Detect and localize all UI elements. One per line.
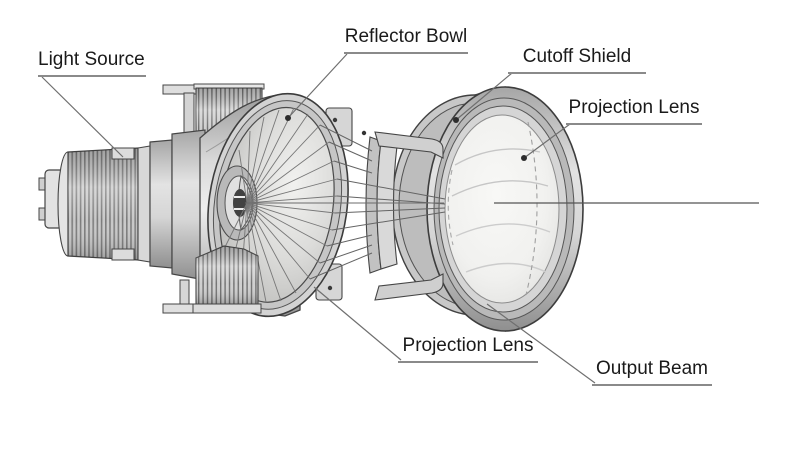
label-projection-lens-top: Projection Lens: [566, 97, 702, 125]
facet-ray: [246, 202, 328, 247]
facet-ray: [238, 149, 248, 204]
light-ray: [331, 211, 446, 231]
facet-ray: [246, 130, 251, 204]
light-ray: [326, 234, 373, 247]
glass-curvature-dashed: [525, 121, 538, 296]
facet-ray: [224, 202, 248, 248]
light-ray: [328, 141, 373, 162]
facet-ray: [246, 202, 297, 294]
converging-light-rays: [309, 124, 446, 280]
projection-lens-glass: [444, 114, 560, 304]
shield-spine-front: [376, 140, 398, 270]
facet-ray: [246, 116, 265, 204]
shield-arm-bottom: [374, 273, 444, 301]
mount-screw-top: [332, 117, 338, 123]
facet-ray: [246, 141, 330, 204]
leader-output-beam: [486, 303, 596, 384]
leader-projection-lens-top: [523, 123, 571, 159]
facet-ray: [246, 124, 321, 204]
label-projection-lens-bottom: Projection Lens: [398, 335, 538, 363]
facet-ray: [246, 178, 338, 204]
leader-light-source: [41, 76, 124, 158]
facet-ray: [246, 202, 311, 280]
light-ray: [309, 252, 373, 280]
facet-ray: [246, 202, 267, 303]
reflector-bowl-marker-dot: [285, 115, 291, 121]
heat-sink-bottom-plinth: [192, 303, 262, 314]
marker-dots: [285, 115, 527, 161]
leader-reflector-bowl: [287, 53, 348, 119]
label-reflector-bowl: Reflector Bowl: [344, 26, 468, 54]
heat-sink-bottom-bracket-post: [179, 279, 190, 306]
facet-ray: [246, 109, 280, 204]
reflector-facet-rays: [224, 107, 338, 303]
label-cutoff-shield: Cutoff Shield: [508, 46, 646, 74]
shield-arm-top: [374, 131, 444, 159]
retaining-collar: [149, 139, 173, 269]
projection-lens-marker-dot: [521, 155, 527, 161]
glass-reflection-streak: [454, 148, 541, 166]
facet-ray: [246, 195, 338, 204]
heat-sink-bottom: [162, 245, 262, 314]
light-ray: [319, 244, 373, 264]
label-output-beam: Output Beam: [592, 358, 712, 386]
label-light-source: Light Source: [38, 49, 146, 77]
shield-screw: [361, 130, 367, 136]
light-ray: [319, 124, 373, 152]
light-ray: [334, 207, 446, 214]
leader-projection-lens-bottom: [313, 286, 402, 361]
facet-ray: [246, 202, 336, 214]
facet-ray: [246, 202, 282, 302]
glass-reflection-streak: [455, 223, 551, 237]
cutoff-shield-part: [361, 130, 444, 301]
glass-curvature-dashed: [447, 169, 454, 246]
base-ring: [137, 145, 151, 263]
facet-ray: [246, 107, 295, 204]
clamp-tab-top: [111, 147, 135, 160]
facet-ray: [246, 160, 335, 204]
light-ray: [333, 160, 373, 174]
leader-lines: [41, 53, 596, 384]
facet-ray: [246, 202, 333, 231]
glass-reflection-streak: [465, 262, 547, 273]
facet-ray: [246, 202, 321, 264]
mount-screw-bottom: [327, 285, 333, 291]
light-ray: [336, 178, 446, 200]
heat-sink-bottom-bracket-bar: [162, 303, 197, 314]
cutoff-shield-marker-dot: [453, 117, 459, 123]
clamp-tab-bottom: [111, 248, 135, 261]
bulb-base-ribs-shade: [68, 148, 138, 260]
lens-assembly: [391, 86, 584, 332]
leader-cutoff-shield: [455, 72, 513, 121]
facet-ray: [246, 113, 309, 204]
glass-reflection-streak: [451, 180, 549, 197]
heat-sink-bottom-fins-shade: [196, 246, 258, 304]
light-source-module: [38, 129, 206, 281]
